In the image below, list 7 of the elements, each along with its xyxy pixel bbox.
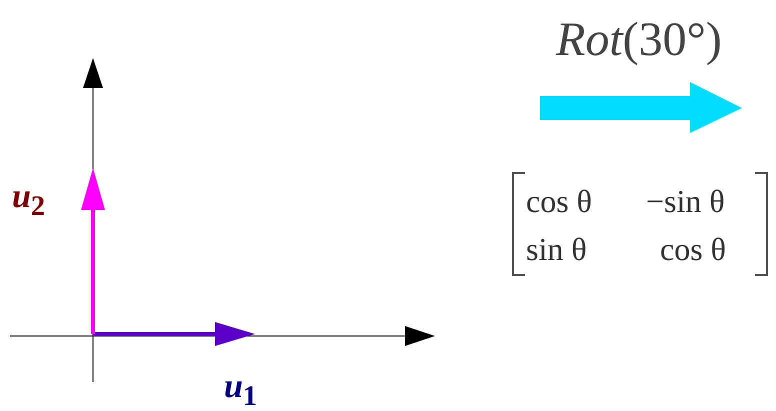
matrix-entry: cos θ bbox=[660, 233, 726, 265]
rotation-label: Rot(30°) bbox=[556, 16, 722, 64]
matrix-entry: sin θ bbox=[526, 233, 587, 265]
vector-label: u$_{1}$ bbox=[224, 370, 258, 411]
matrix-entry: −sin θ bbox=[646, 185, 725, 217]
vector-label: u$_{2}$ bbox=[12, 180, 46, 222]
matrix-entry: cos θ bbox=[526, 185, 592, 217]
